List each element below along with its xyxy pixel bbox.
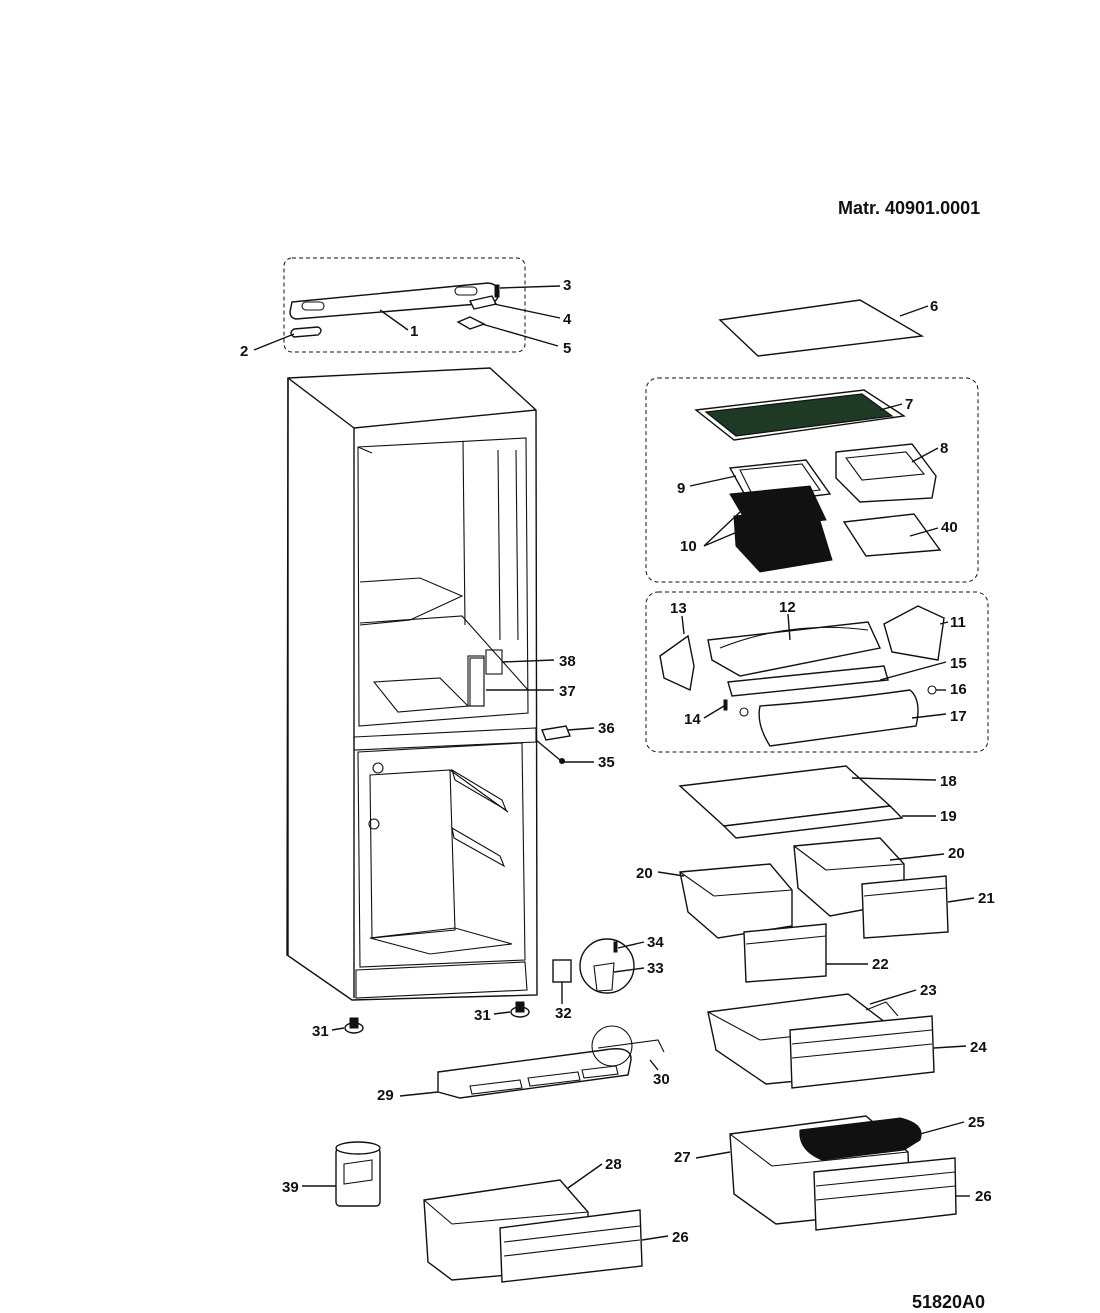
part-label-23: 23 (920, 982, 937, 999)
part-label-26a: 26 (672, 1229, 689, 1246)
leader-line-8 (911, 447, 939, 463)
material-number: Matr. 40901.0001 (838, 198, 980, 218)
leader-line-1 (379, 309, 409, 331)
leader-line-33 (613, 967, 645, 973)
part-label-34: 34 (647, 934, 664, 951)
part-label-7: 7 (905, 396, 913, 413)
leader-line-40 (909, 527, 939, 537)
leader-line-20b (889, 853, 945, 861)
part-label-8: 8 (940, 440, 948, 457)
leader-line-20a (657, 871, 685, 877)
part-label-3: 3 (563, 277, 571, 294)
leader-line-11 (939, 621, 949, 625)
drawing-code: 51820A0 (912, 1292, 985, 1312)
part-label-17: 17 (950, 708, 967, 725)
part-label-11: 11 (950, 614, 966, 631)
glass-shelf-6 (718, 299, 925, 357)
part-label-12: 12 (779, 599, 796, 616)
leader-line-23 (869, 989, 917, 1005)
part-label-26b: 26 (975, 1188, 992, 1205)
leader-line-18 (851, 777, 937, 781)
part-label-29: 29 (377, 1087, 394, 1104)
part-label-39: 39 (282, 1179, 299, 1196)
leader-line-10b (703, 523, 757, 547)
cabinet (286, 367, 538, 1001)
part-label-16: 16 (950, 681, 967, 698)
part-label-40: 40 (941, 519, 958, 536)
plinth-29 (437, 1025, 665, 1099)
part-label-20a: 20 (636, 865, 653, 882)
part-label-37: 37 (559, 683, 576, 700)
leader-line-6 (899, 305, 929, 317)
leader-line-35 (535, 739, 561, 761)
part-label-4: 4 (563, 311, 572, 328)
container-39 (335, 1141, 381, 1207)
leader-line-9 (689, 475, 737, 487)
top-hinge-kit (283, 257, 526, 353)
part-label-21: 21 (978, 890, 995, 907)
part-label-2: 2 (240, 343, 248, 360)
leader-line-3 (499, 285, 561, 289)
freezer-drawer-middle (707, 993, 935, 1089)
part-label-24: 24 (970, 1039, 987, 1056)
leader-line-30 (649, 1059, 659, 1071)
leader-line-34 (617, 941, 645, 949)
freezer-drawer-left (423, 1179, 643, 1283)
part-label-31b: 31 (474, 1007, 491, 1024)
part-label-14: 14 (684, 711, 701, 728)
part-label-32: 32 (555, 1005, 572, 1022)
part-label-25: 25 (968, 1114, 985, 1131)
leader-line-4 (493, 303, 561, 319)
adjustable-feet (344, 1001, 530, 1034)
leader-line-2 (253, 333, 295, 351)
part-label-13: 13 (670, 600, 687, 617)
plate-32 (552, 959, 572, 983)
freezer-drawer-right (729, 1115, 957, 1231)
part-label-19: 19 (940, 808, 957, 825)
leader-line-14 (703, 705, 725, 719)
leader-line-25 (919, 1121, 965, 1135)
leader-line-15 (879, 661, 947, 681)
part-label-30: 30 (653, 1071, 670, 1088)
leader-line-21 (947, 897, 975, 903)
part-label-9: 9 (677, 480, 685, 497)
leader-line-31a (331, 1027, 345, 1031)
part-label-38: 38 (559, 653, 576, 670)
leader-line-17 (911, 713, 947, 719)
glass-shelf-18-19 (678, 765, 904, 839)
part-label-27: 27 (674, 1149, 691, 1166)
part-label-1: 1 (410, 323, 418, 340)
crisper-drawers (679, 837, 949, 983)
part-label-22: 22 (872, 956, 889, 973)
leader-line-27 (695, 1151, 731, 1159)
leader-line-31b (493, 1011, 511, 1015)
leader-line-29 (399, 1091, 439, 1097)
leader-line-5 (481, 323, 559, 347)
leader-line-12 (787, 613, 791, 641)
leader-line-36 (567, 727, 595, 731)
part-label-28: 28 (605, 1156, 622, 1173)
part-label-6: 6 (930, 298, 938, 315)
leader-line-38 (501, 659, 555, 663)
leader-line-7 (879, 403, 903, 411)
part-label-31a: 31 (312, 1023, 329, 1040)
cover-group-11-17 (645, 591, 989, 753)
part-label-10: 10 (680, 538, 697, 555)
leader-line-13 (681, 615, 685, 635)
part-label-33: 33 (647, 960, 664, 977)
leader-line-10 (703, 511, 741, 547)
leader-line-24 (933, 1045, 967, 1049)
leader-line-28 (567, 1163, 603, 1189)
freezer-shelf-group (645, 377, 979, 583)
part-label-15: 15 (950, 655, 967, 672)
part-label-18: 18 (940, 773, 957, 790)
part-callouts: 1234567891011121314151617181920202122232… (240, 277, 995, 1246)
part-label-35: 35 (598, 754, 615, 771)
detail-33-34 (579, 938, 635, 994)
part-label-36: 36 (598, 720, 615, 737)
part-label-5: 5 (563, 340, 571, 357)
leader-line-26a (641, 1235, 669, 1241)
part-label-20b: 20 (948, 845, 965, 862)
